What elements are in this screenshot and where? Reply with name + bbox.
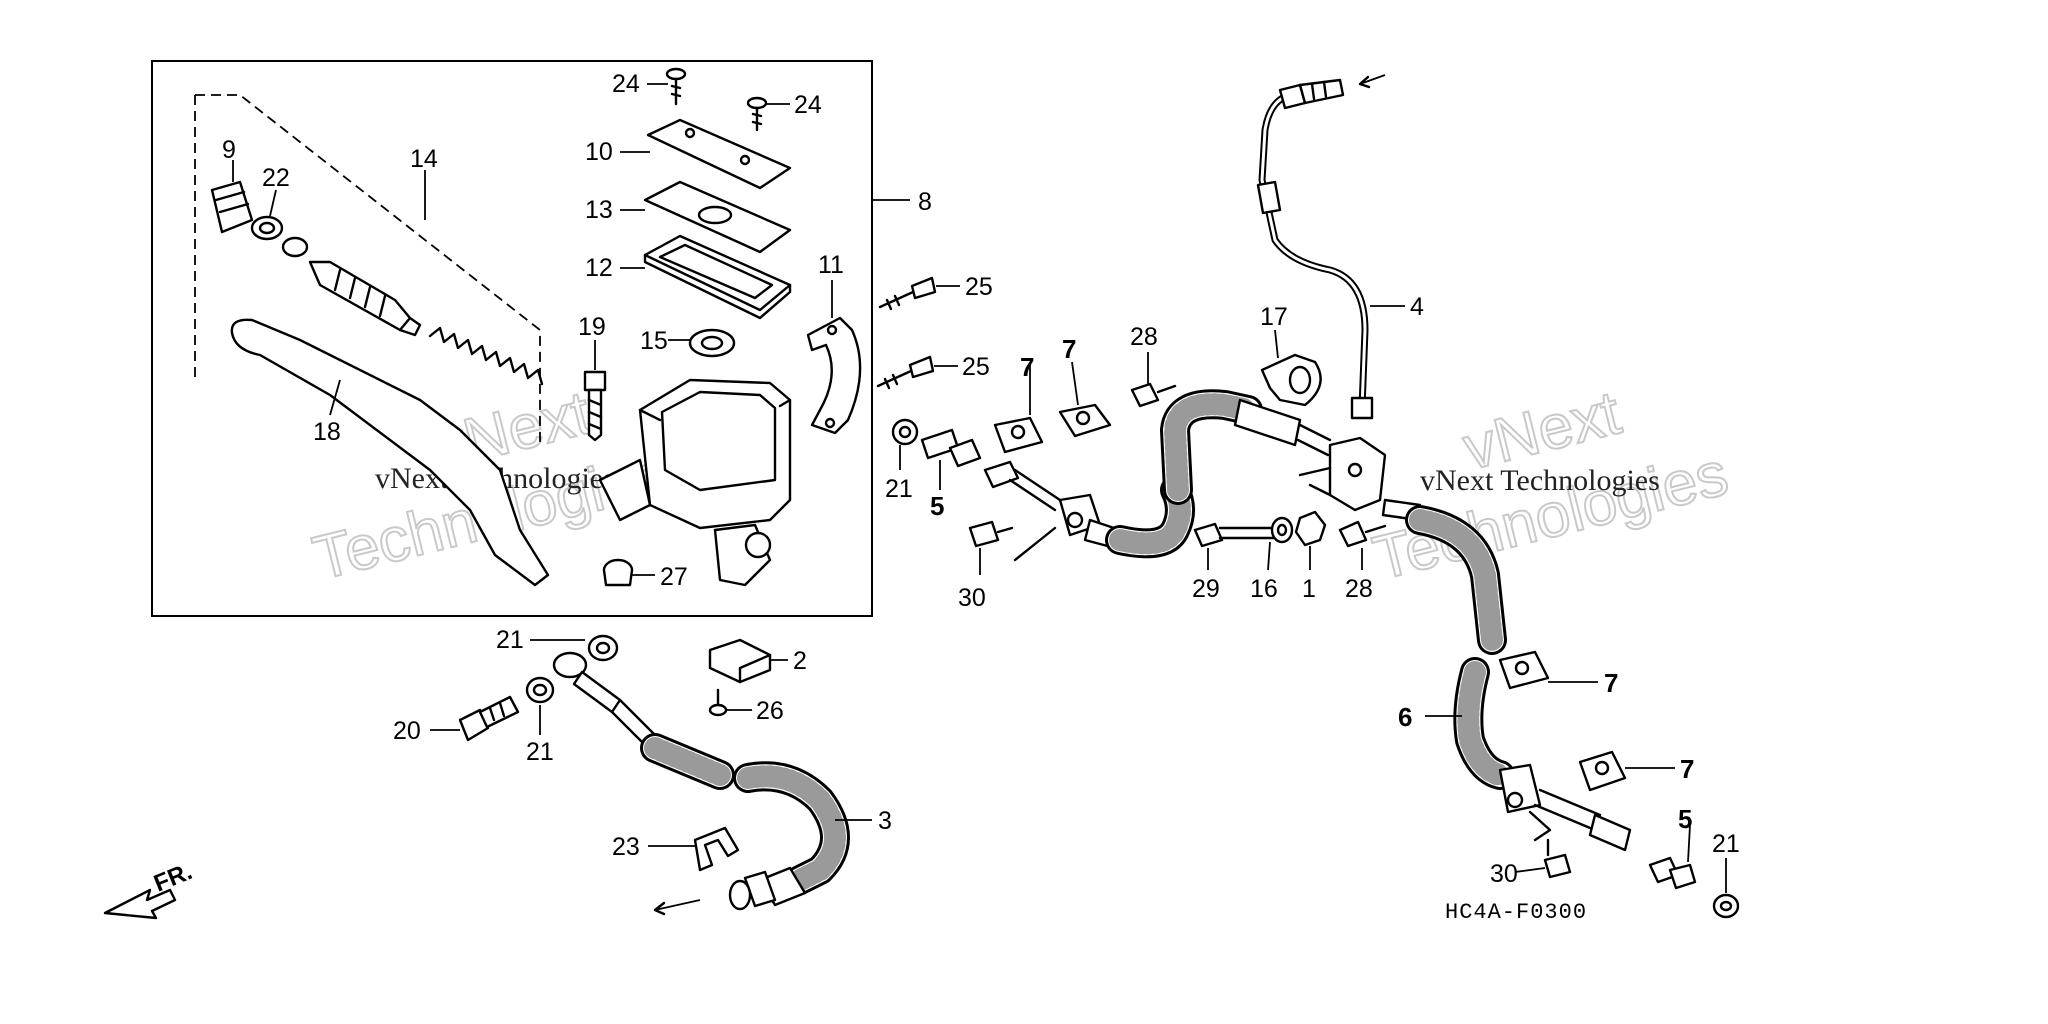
piston-kit-bracket — [194, 94, 541, 445]
clamp-part-7-mid — [1058, 403, 1112, 438]
label-20: 20 — [393, 717, 421, 745]
bolt-part-28-right — [1338, 520, 1387, 548]
bolt-part-28-left — [1130, 382, 1177, 408]
label-1: 1 — [1302, 575, 1316, 603]
screw-part-24-right — [746, 96, 768, 132]
label-22: 22 — [262, 164, 290, 192]
label-23: 23 — [612, 833, 640, 861]
brake-hose-part-6 — [1381, 498, 1632, 852]
washer-part-16 — [1270, 516, 1294, 544]
brake-hose-upper-segment — [983, 389, 1332, 562]
label-18: 18 — [313, 418, 341, 446]
label-29: 29 — [1192, 575, 1220, 603]
label-26: 26 — [756, 697, 784, 725]
seal-part-15 — [688, 328, 736, 358]
screw-part-24-left — [665, 67, 687, 106]
clamp-part-7-right-upper — [1498, 650, 1550, 690]
reservoir-cap-part-10 — [646, 118, 792, 190]
switch-part-2 — [708, 638, 772, 684]
label-14: 14 — [410, 145, 438, 173]
cap-part-27 — [602, 558, 634, 587]
brake-lever-part-18 — [230, 318, 550, 587]
boot-part-9 — [210, 180, 254, 234]
holder-clamp-part-11 — [806, 316, 862, 435]
flow-arrow-upper — [1359, 74, 1386, 85]
label-21-right: 21 — [1712, 830, 1740, 858]
label-7-left: 7 — [1020, 352, 1034, 382]
label-30-center: 30 — [958, 584, 986, 612]
bolt-part-29 — [1193, 522, 1277, 548]
clamp-part-7-left — [993, 416, 1044, 454]
label-10: 10 — [585, 138, 613, 166]
washer-part-21-center — [891, 418, 919, 446]
label-5-right: 5 — [1678, 804, 1692, 834]
label-19: 19 — [578, 313, 606, 341]
label-7-mid: 7 — [1062, 334, 1076, 364]
label-16: 16 — [1250, 575, 1278, 603]
label-30-right: 30 — [1490, 860, 1518, 888]
label-28-left: 28 — [1130, 323, 1158, 351]
circlip-part-22 — [250, 215, 309, 258]
label-27: 27 — [660, 563, 688, 591]
pivot-bolt-part-19 — [583, 370, 607, 442]
screw-part-26 — [708, 688, 728, 717]
front-direction-marker: FR. — [103, 858, 196, 920]
nut-part-1 — [1294, 510, 1327, 547]
bolt-part-25-upper — [878, 276, 937, 311]
washer-part-21-top — [587, 634, 619, 662]
bolt-part-30-center — [968, 520, 1014, 548]
piston-set — [308, 260, 422, 337]
diaphragm-part-12 — [643, 234, 792, 320]
label-21-top: 21 — [496, 626, 524, 654]
svg-text:vNext Technologies: vNext Technologies — [1420, 464, 1660, 497]
washer-part-21-right — [1712, 893, 1740, 919]
assembly-frame — [151, 60, 873, 617]
label-15: 15 — [640, 327, 668, 355]
banjo-bolt-part-20 — [458, 695, 520, 742]
label-4: 4 — [1410, 293, 1424, 321]
bolt-part-25-lower — [876, 355, 935, 390]
brake-hose-part-3 — [552, 651, 850, 911]
plate-part-13 — [643, 180, 792, 254]
label-2: 2 — [793, 647, 807, 675]
label-21-mid: 21 — [526, 738, 554, 766]
label-5-upper: 5 — [930, 491, 944, 521]
watermark-right: vNext Technologies vNext Technologies — [1366, 377, 1736, 594]
piston-spring — [428, 326, 544, 386]
label-28-right: 28 — [1345, 575, 1373, 603]
svg-text:FR.: FR. — [150, 858, 196, 898]
flow-arrow-lower-left — [654, 899, 701, 911]
label-13: 13 — [585, 196, 613, 224]
brake-pipe-part-4 — [1256, 78, 1374, 420]
label-12: 12 — [585, 254, 613, 282]
washer-part-21-mid — [525, 676, 555, 704]
label-6: 6 — [1398, 702, 1412, 732]
label-8: 8 — [918, 188, 932, 216]
label-25-lower: 25 — [962, 353, 990, 381]
clamp-part-17 — [1260, 353, 1322, 407]
label-17: 17 — [1260, 303, 1288, 331]
clip-part-23 — [693, 826, 740, 872]
banjo-bolt-part-5-upper — [920, 428, 982, 468]
diagram-code: HC4A-F0300 — [1445, 900, 1587, 925]
brake-junction-block — [1298, 436, 1387, 512]
label-7-right-lower: 7 — [1680, 754, 1694, 784]
label-11: 11 — [818, 251, 844, 279]
bolt-part-30-right — [1543, 838, 1572, 879]
label-25-upper: 25 — [965, 273, 993, 301]
label-9: 9 — [222, 136, 236, 164]
banjo-bolt-part-5-right — [1648, 856, 1697, 890]
label-3: 3 — [878, 807, 892, 835]
label-24-right: 24 — [794, 91, 822, 119]
label-7-right-upper: 7 — [1604, 668, 1618, 698]
master-cylinder-body — [598, 378, 792, 587]
label-24-left: 24 — [612, 70, 640, 98]
clamp-part-7-right-lower — [1578, 750, 1627, 792]
label-21-center: 21 — [885, 475, 913, 503]
